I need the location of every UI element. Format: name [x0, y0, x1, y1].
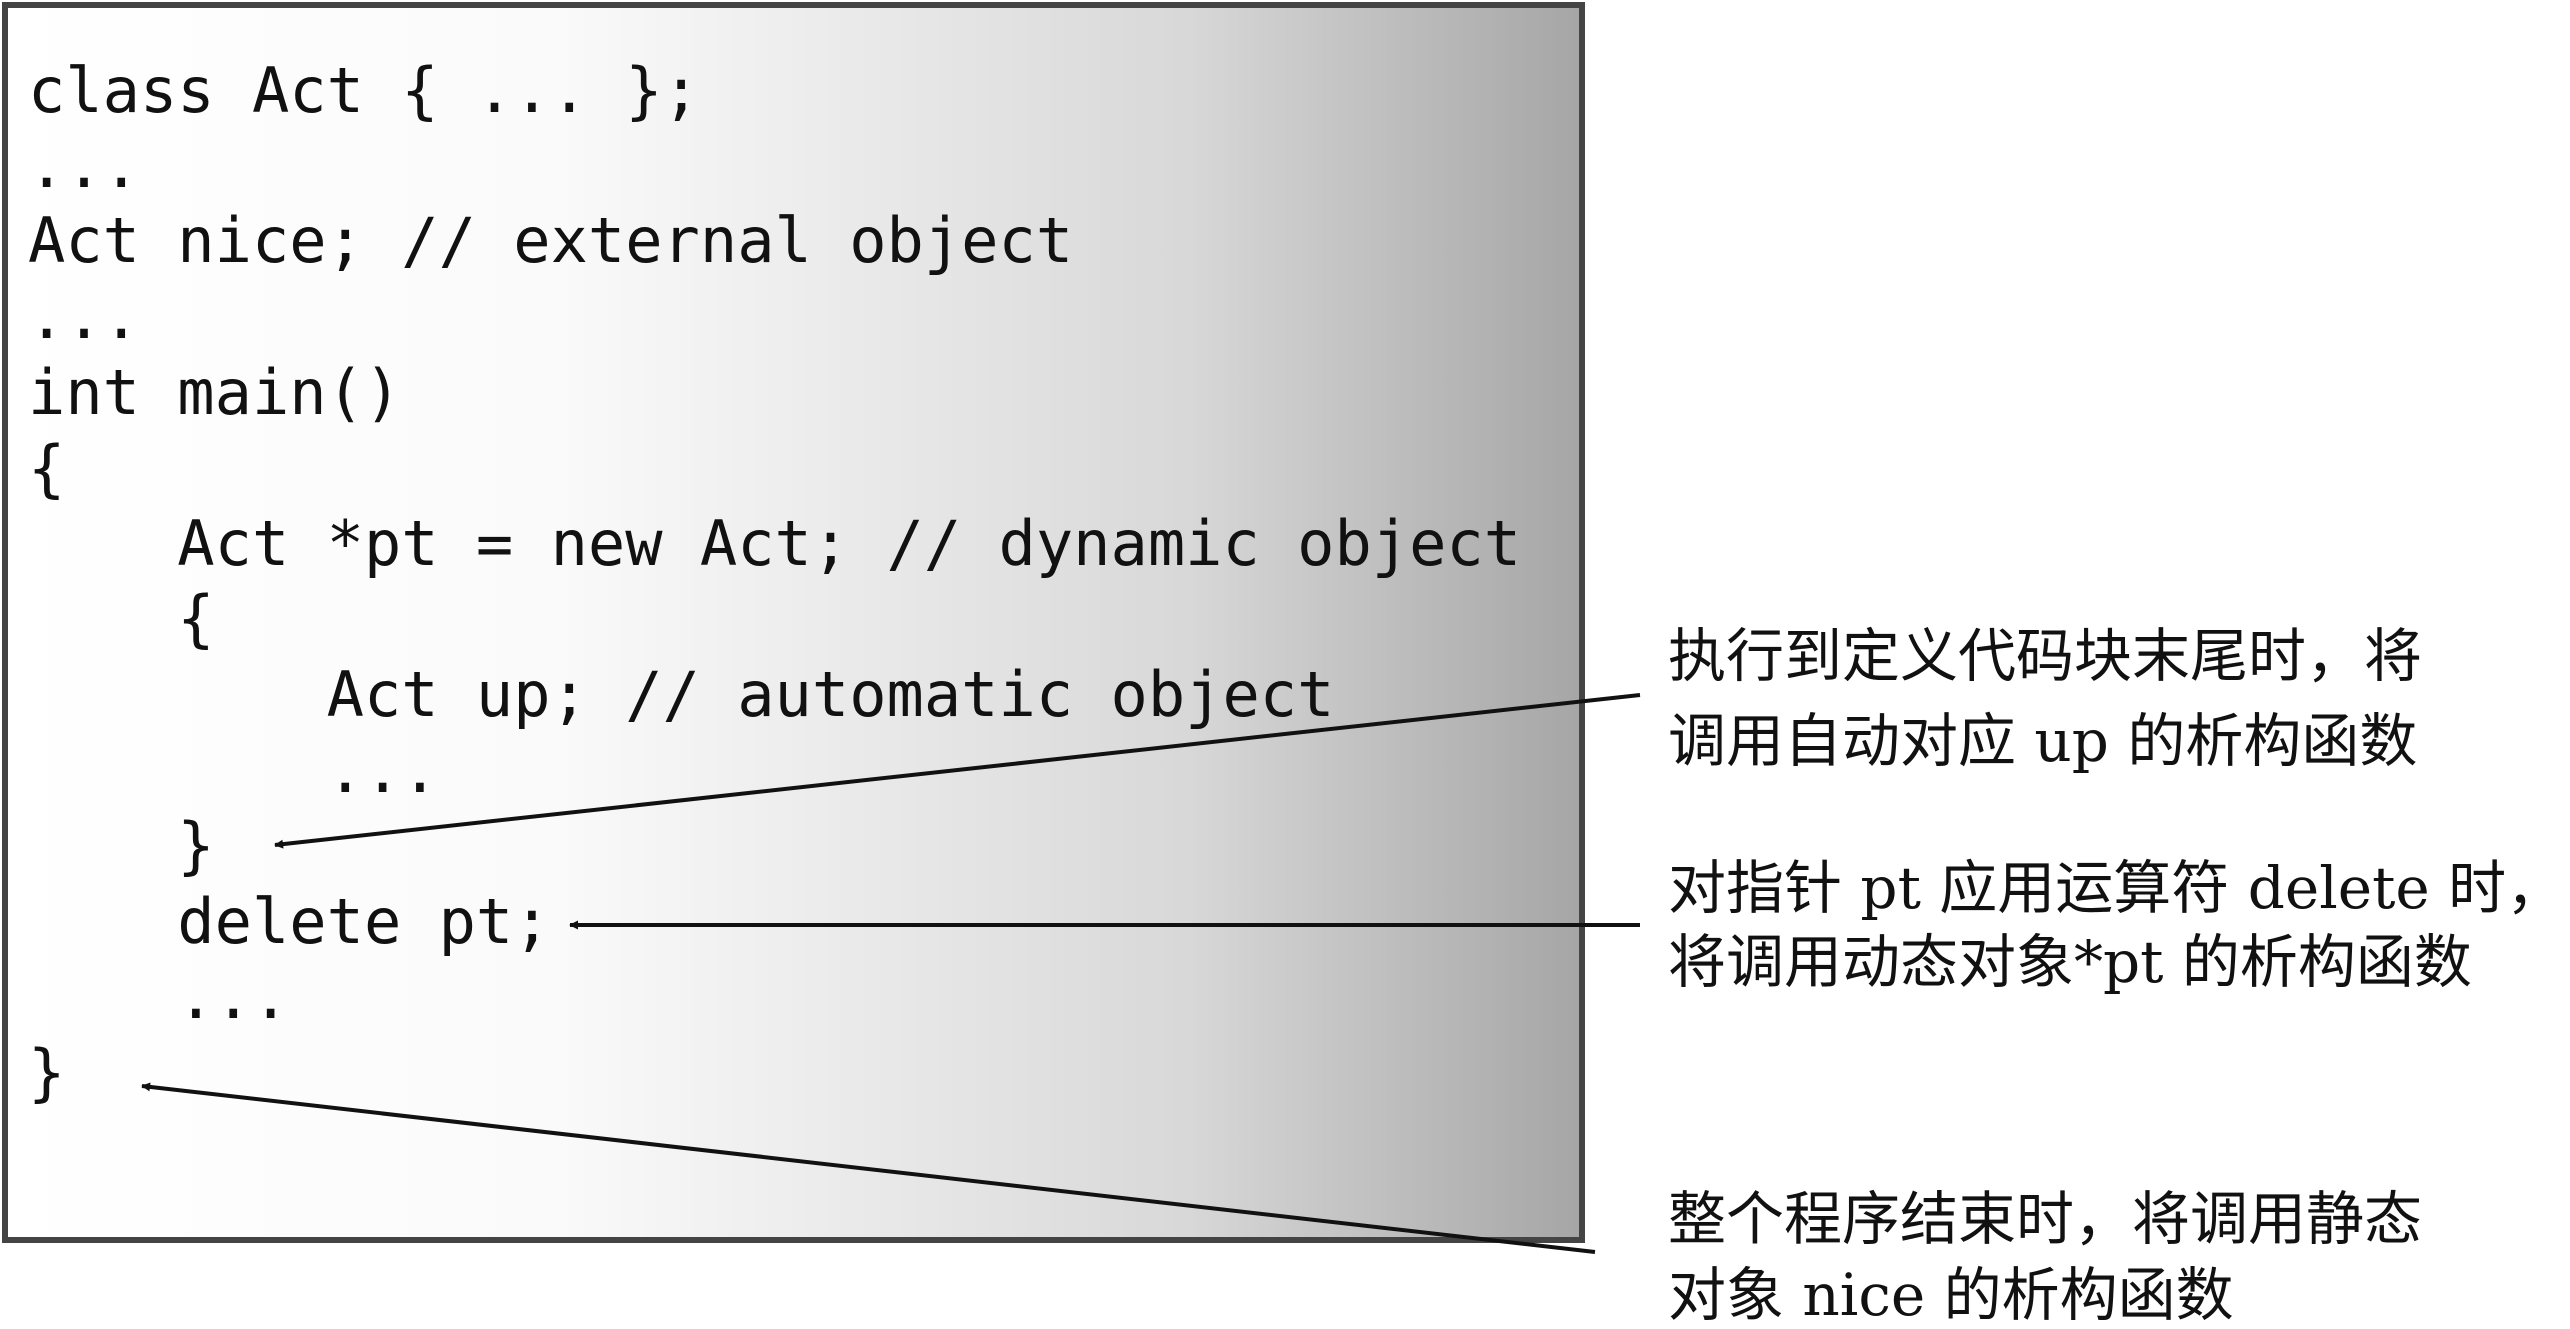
code-line-10: ...: [28, 734, 439, 807]
annotation-dynamic-line-2: 将调用动态对象*pt 的析构函数: [1668, 928, 2472, 996]
code-line-13: ...: [28, 960, 290, 1033]
code-line-7: Act *pt = new Act; // dynamic object: [28, 507, 1522, 580]
code-line-3: Act nice; // external object: [28, 204, 1074, 277]
annotation-static-line-2: 对象 nice 的析构函数: [1668, 1261, 2234, 1329]
annotation-automatic-line-1: 执行到定义代码块末尾时，将: [1668, 622, 2423, 690]
arrow-to-main-end: [141, 1082, 1596, 1254]
code-line-11: }: [28, 809, 215, 882]
code-line-6: {: [28, 432, 66, 505]
code-line-8: {: [28, 582, 215, 655]
annotation-dynamic-line-1: 对指针 pt 应用运算符 delete 时，: [1668, 854, 2565, 922]
annotation-automatic-line-2: 调用自动对应 up 的析构函数: [1668, 707, 2418, 775]
arrow-to-inner-block-end: [274, 693, 1641, 849]
code-line-12: delete pt;: [28, 885, 551, 958]
code-line-1: class Act { ... };: [28, 54, 700, 127]
code-panel: [2, 2, 1585, 1243]
code-line-4: ...: [28, 280, 140, 353]
code-line-2: ...: [28, 129, 140, 202]
code-line-14: }: [28, 1036, 66, 1109]
code-line-5: int main(): [28, 356, 402, 429]
code-line-9: Act up; // automatic object: [28, 658, 1335, 731]
annotation-static-line-1: 整个程序结束时，将调用静态: [1668, 1185, 2423, 1253]
